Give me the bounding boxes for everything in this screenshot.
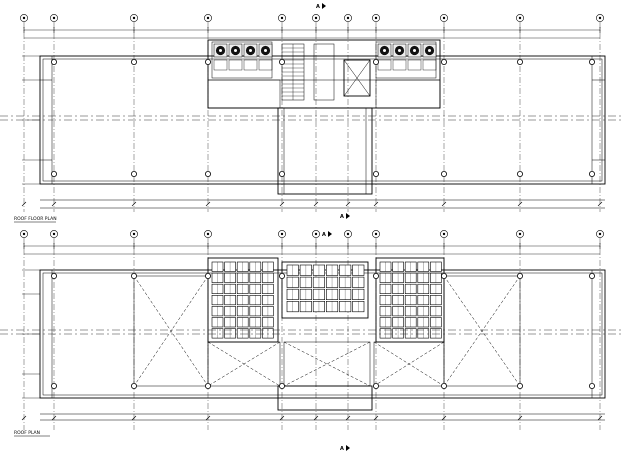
column [440, 272, 447, 279]
column [517, 382, 524, 389]
column [589, 59, 596, 66]
ac-units-left [213, 43, 273, 71]
column [204, 170, 211, 177]
column [278, 170, 285, 177]
column [204, 272, 211, 279]
corridor-lower-upper [277, 107, 373, 195]
roof-plan-title: ROOF PLAN [14, 430, 40, 436]
column [517, 272, 524, 279]
column [130, 59, 137, 66]
column [589, 170, 596, 177]
column [51, 170, 58, 177]
column [589, 272, 596, 279]
column [130, 382, 137, 389]
column [372, 59, 379, 66]
grid-bubbles-top-lower [20, 230, 604, 255]
column [51, 382, 58, 389]
column [589, 382, 596, 389]
section-marker-top-lower: A [322, 232, 326, 238]
columns-upper [51, 59, 596, 177]
column [372, 382, 379, 389]
column [372, 170, 379, 177]
column [440, 59, 447, 66]
section-marker-bottom: A [340, 214, 344, 220]
roof-floor-plan: A A ROOF FLOOR PLAN [0, 3, 624, 223]
elevator-shaft-upper [343, 59, 371, 97]
solar-panels [211, 261, 442, 339]
column [51, 59, 58, 66]
corridor-upper [313, 43, 335, 101]
column [204, 382, 211, 389]
column [278, 382, 285, 389]
roof-floor-plan-title: ROOF FLOOR PLAN [14, 216, 57, 222]
roof-plan: A A ROOF PLAN [0, 230, 624, 452]
column [372, 272, 379, 279]
grid-bubbles-top-upper [20, 14, 604, 39]
columns-lower [51, 272, 596, 389]
column [517, 59, 524, 66]
grid-lines-upper [22, 22, 601, 212]
column [517, 170, 524, 177]
solar-array-center [281, 261, 369, 319]
section-marker-bottom-lower: A [340, 446, 344, 452]
section-marker-top: A [316, 4, 320, 10]
column [204, 59, 211, 66]
column [130, 272, 137, 279]
column [51, 272, 58, 279]
column [440, 382, 447, 389]
ac-units-right [377, 43, 437, 71]
column [278, 272, 285, 279]
column [278, 59, 285, 66]
column [440, 170, 447, 177]
column [130, 170, 137, 177]
